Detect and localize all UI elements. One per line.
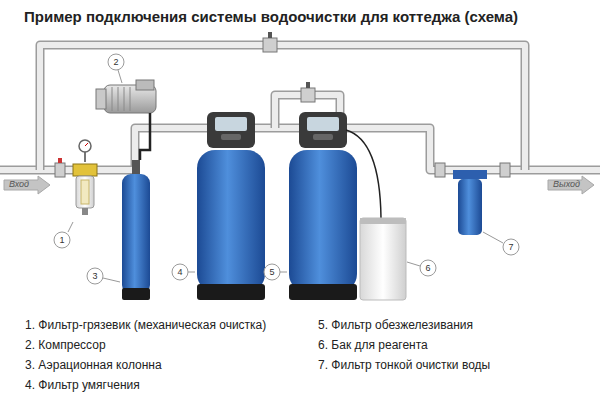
inlet-label: Вход (9, 179, 29, 189)
legend-item: 2. Компрессор (25, 338, 106, 352)
legend-item: 6. Бак для реагента (318, 338, 428, 352)
legend-item: 3. Аэрационная колонна (25, 358, 162, 372)
callout-number: 4 (172, 264, 188, 280)
legend-item: 5. Фильтр обезжелезивания (318, 318, 473, 332)
callout-number: 5 (264, 264, 280, 280)
callout-number: 3 (87, 268, 103, 284)
diagram-title: Пример подключения системы водоочистки д… (24, 8, 518, 25)
callout-number: 2 (108, 54, 124, 70)
legend-item: 1. Фильтр-грязевик (механическая очистка… (25, 318, 266, 332)
legend-item: 4. Фильтр умягчения (25, 378, 140, 392)
callout-number: 1 (54, 232, 70, 248)
legend-item: 7. Фильтр тонкой очистки воды (318, 358, 490, 372)
outlet-label: Выход (553, 179, 580, 189)
callout-number: 6 (420, 260, 436, 276)
callout-number: 7 (503, 239, 519, 255)
